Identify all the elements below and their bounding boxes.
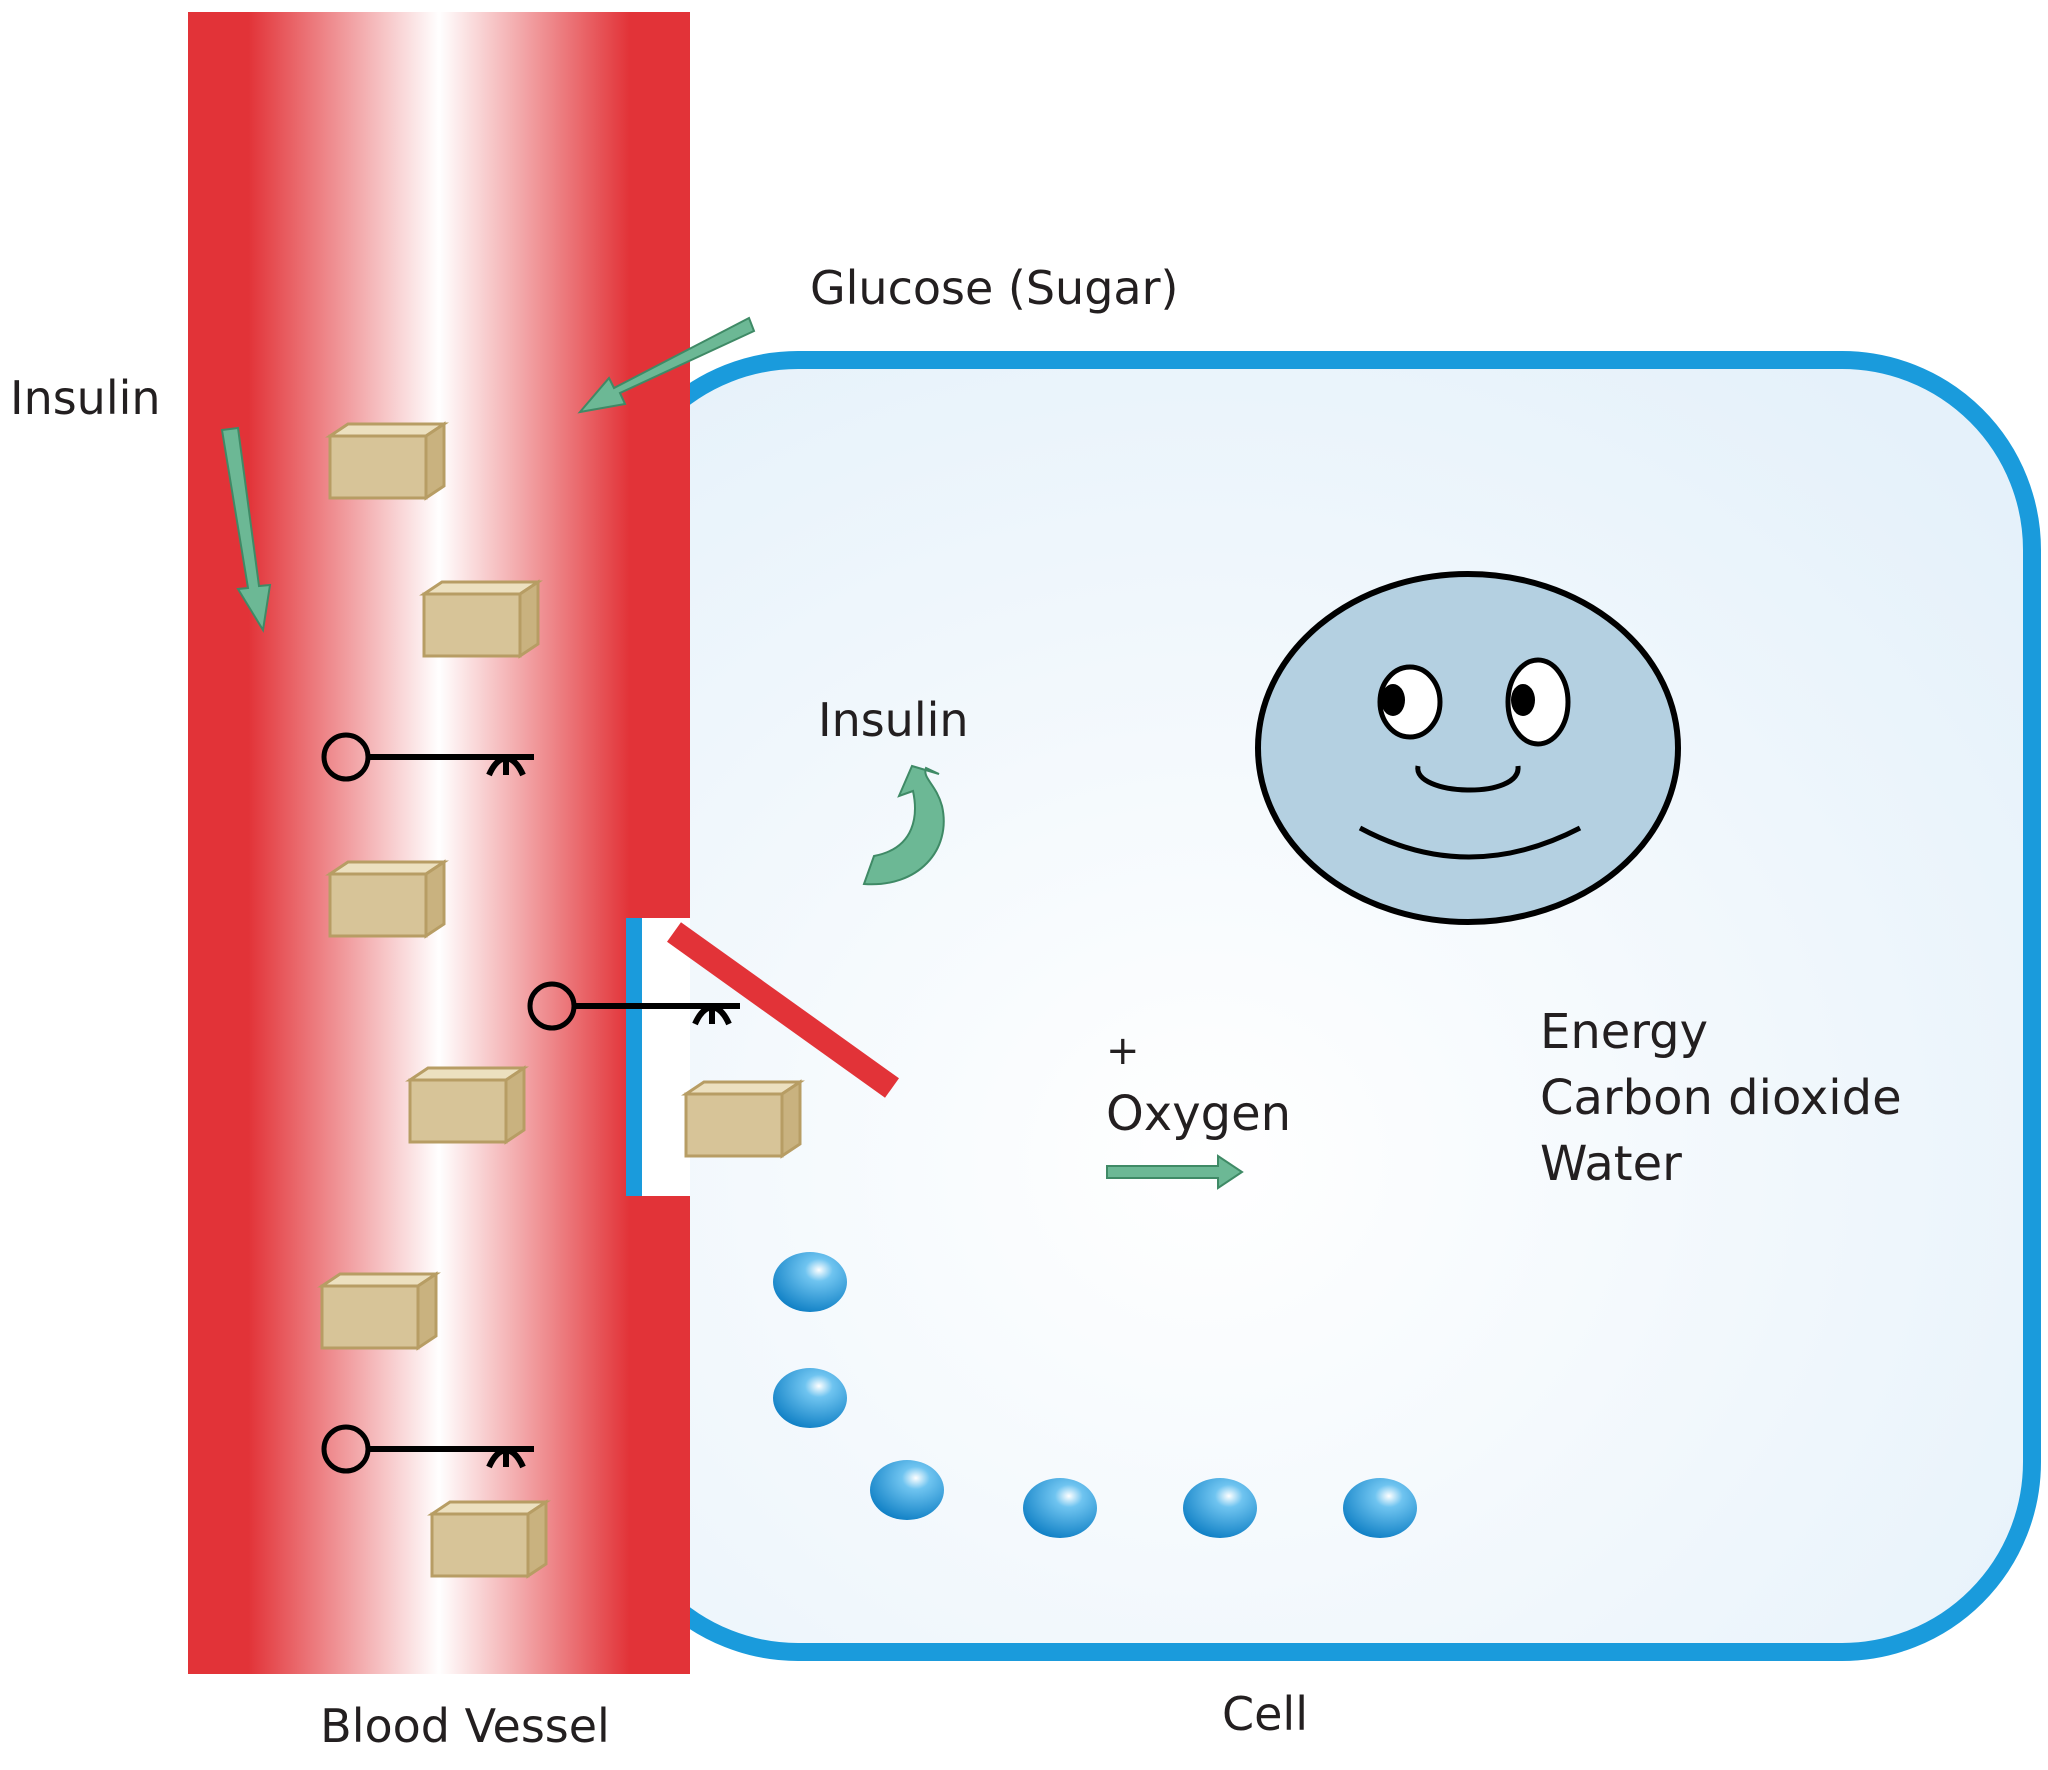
glucose-channel — [626, 918, 690, 1196]
cell-membrane — [599, 351, 2041, 1661]
channel-gate — [667, 922, 899, 1098]
sugar-cube-icon — [328, 860, 446, 938]
oxygen-label: Oxygen — [1106, 1086, 1291, 1142]
reaction-arrow-icon — [1106, 1154, 1244, 1190]
sugar-cube-icon — [430, 1500, 548, 1578]
plus-label: + — [1106, 1028, 1140, 1074]
product-carbon-dioxide-label: Carbon dioxide — [1540, 1070, 1902, 1126]
water-droplet-icon — [1023, 1478, 1097, 1538]
cell-label: Cell — [1222, 1687, 1308, 1741]
insulin-arrow-icon — [220, 426, 272, 633]
insulin-inside-label: Insulin — [818, 693, 969, 747]
sugar-cube-icon — [328, 422, 446, 500]
water-droplet-icon — [1343, 1478, 1417, 1538]
sugar-cube-icon — [684, 1080, 802, 1158]
product-water-label: Water — [1540, 1136, 1682, 1192]
sugar-cube-icon — [408, 1066, 526, 1144]
glucose-label: Glucose (Sugar) — [810, 261, 1178, 315]
water-droplet-icon — [870, 1460, 944, 1520]
sugar-cube-icon — [422, 580, 540, 658]
sugar-cube-icon — [320, 1272, 438, 1350]
water-droplet-icon — [773, 1252, 847, 1312]
blood-vessel-label: Blood Vessel — [320, 1699, 610, 1753]
water-droplet-icon — [1183, 1478, 1257, 1538]
product-energy-label: Energy — [1540, 1004, 1708, 1060]
glucose-arrow-icon — [577, 316, 756, 414]
insulin-curved-arrow-icon — [862, 764, 945, 886]
insulin-outside-label: Insulin — [10, 371, 161, 425]
blood-vessel — [188, 12, 690, 1674]
water-droplet-icon — [773, 1368, 847, 1428]
smiley-face-icon — [1255, 571, 1681, 925]
